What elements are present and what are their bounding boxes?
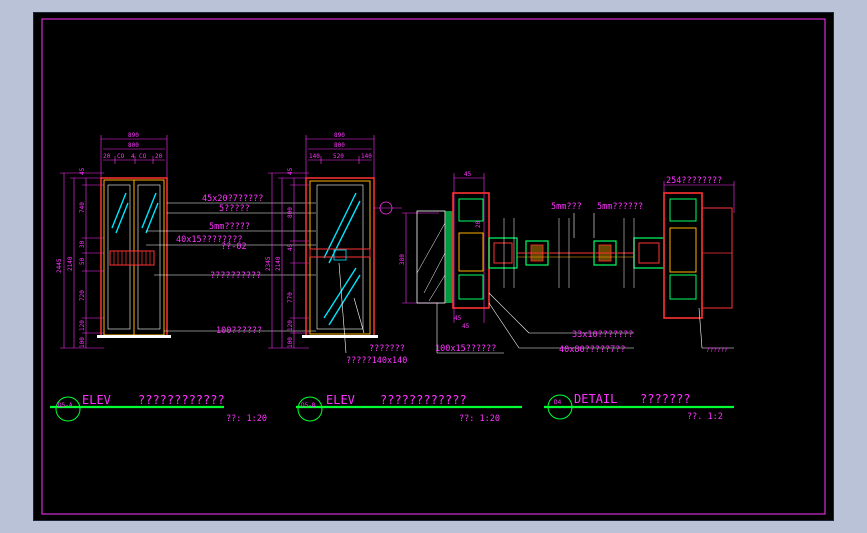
detail-post-left xyxy=(416,192,518,309)
dim-a-top3-4: 20 xyxy=(155,153,163,160)
dim-a-top3-1: CO xyxy=(117,153,125,160)
title-block-a: D5-A ELEV ???????????? ??: 1:20 xyxy=(50,393,267,424)
dim-a-seg-0: 45 xyxy=(79,167,86,175)
dim-b-top2: 800 xyxy=(334,142,345,149)
title-c-name: DETAIL xyxy=(574,392,617,406)
title-c-desc: ??????? xyxy=(640,392,691,406)
dim-b-seg-0: 45 xyxy=(287,167,294,175)
dim-b-seg-5: 45 xyxy=(287,243,294,251)
elevation-b: 890 800 140 520 140 xyxy=(265,132,407,366)
dim-a-top2: 800 xyxy=(128,142,139,149)
dim-c-left: 380 xyxy=(399,254,406,265)
detail-leaders xyxy=(436,213,734,354)
elev-b-top-dims xyxy=(305,135,375,178)
annot-c6: 254???????? xyxy=(666,176,722,186)
detail-d4: 45 380 xyxy=(399,171,735,355)
dim-b-top1: 890 xyxy=(334,132,345,139)
dim-a-seg-3: 30 xyxy=(79,240,86,248)
title-b-scale: ??: 1:20 xyxy=(459,414,500,424)
detail-post-right xyxy=(663,192,733,319)
title-b-tag: D5-B xyxy=(301,402,316,409)
annot-a3: 5mm????? xyxy=(209,222,250,232)
dim-b-seg-2: 800 xyxy=(287,207,294,218)
elev-b-left-dims xyxy=(268,172,309,349)
annot-c1: 100x15?????? xyxy=(435,344,496,354)
dim-b-top3-2: 140 xyxy=(361,153,372,160)
title-a-desc: ???????????? xyxy=(138,393,225,407)
dim-c-seg-1: 45 xyxy=(454,315,462,322)
dim-a-left-total: 2445 xyxy=(56,258,63,273)
annot-a6: ?????????? xyxy=(210,271,261,281)
annot-a2: 5????? xyxy=(219,204,250,214)
annot-c3: 40x80?????7?? xyxy=(559,345,626,355)
title-b-name: ELEV xyxy=(326,393,355,407)
dim-b-seg-7: 120 xyxy=(287,320,294,331)
annot-c2: 33x10??????? xyxy=(572,330,633,340)
title-block-b: D5-B ELEV ???????????? ??: 1:20 xyxy=(296,393,522,424)
dim-a-top1: 890 xyxy=(128,132,139,139)
title-c-scale: ??. 1:2 xyxy=(687,412,723,422)
elev-b-leaders xyxy=(338,262,365,354)
annot-b1: ??????? xyxy=(369,344,405,354)
dim-a-left-sub: 2140 xyxy=(67,256,74,271)
detail-mullion xyxy=(503,218,665,288)
annot-b2: ?????140x140 xyxy=(346,356,407,366)
dim-a-seg-5: 50 xyxy=(79,257,86,265)
leader-lines-ab xyxy=(146,202,316,332)
dim-c-seg-8: 45 xyxy=(462,323,470,330)
door-b xyxy=(302,177,378,338)
dim-a-top3-2: 4 xyxy=(131,153,135,160)
dim-a-top3-0: 20 xyxy=(103,153,111,160)
dim-c-seg-0: 20 xyxy=(475,220,482,228)
dim-b-seg-6: 770 xyxy=(287,292,294,303)
drawing-svg: 890 800 20 CO 4 CO 20 xyxy=(41,18,826,515)
annot-c4: 5mm??? xyxy=(551,202,582,212)
title-a-name: ELEV xyxy=(82,393,111,407)
dim-b-seg-8: 100 xyxy=(287,337,294,348)
dim-a-top3-3: CO xyxy=(139,153,147,160)
dim-b-left-sub: 2140 xyxy=(275,256,282,271)
title-block-c: D4 DETAIL ??????? ??. 1:2 xyxy=(544,392,734,422)
annot-a7: 100?????? xyxy=(216,326,262,336)
dim-c-top: 45 xyxy=(464,171,472,178)
dim-a-seg-9: 120 xyxy=(79,320,86,331)
dim-b-left-total: 2345 xyxy=(265,256,272,271)
drawing-canvas[interactable]: 890 800 20 CO 4 CO 20 xyxy=(33,12,834,521)
dim-a-seg-7: 720 xyxy=(79,290,86,301)
elev-a-top-dims xyxy=(100,135,168,178)
title-b-desc: ???????????? xyxy=(380,393,467,407)
dim-a-seg-10: 100 xyxy=(79,337,86,348)
title-a-tag: D5-A xyxy=(58,402,73,409)
elevation-a: 890 800 20 CO 4 CO 20 xyxy=(56,132,171,349)
sheet-border xyxy=(41,18,826,515)
dim-b-top3-1: 520 xyxy=(333,153,344,160)
dim-b-top3-0: 140 xyxy=(309,153,320,160)
annot-c7: ?????? xyxy=(706,347,728,354)
annot-c5: 5mm?????? xyxy=(597,202,643,212)
annot-a4: 40x15???????? xyxy=(176,235,243,245)
annot-a1: 45x20?7????? xyxy=(202,194,263,204)
title-a-scale: ??: 1:20 xyxy=(226,414,267,424)
title-c-tag: D4 xyxy=(554,399,562,406)
annot-a5: ??-02 xyxy=(221,242,247,252)
door-a xyxy=(97,177,171,338)
dim-a-seg-2: 740 xyxy=(79,202,86,213)
